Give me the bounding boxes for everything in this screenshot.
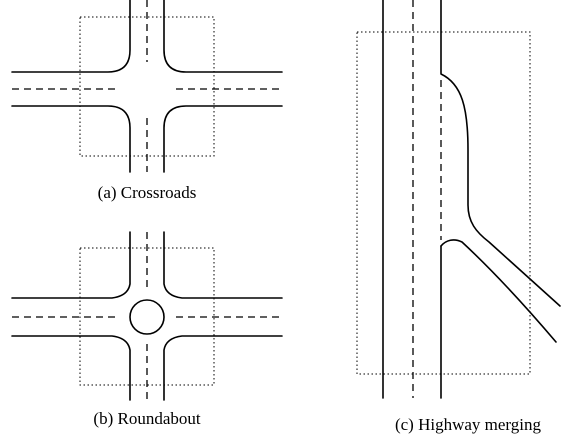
highway-merging-panel: (c) Highway merging (356, 0, 561, 434)
highway-merging-caption: (c) Highway merging (395, 415, 542, 434)
roundabout-caption: (b) Roundabout (93, 409, 200, 428)
roundabout-panel: (b) Roundabout (11, 231, 283, 428)
roundabout-road-edge-bottom-right (163, 335, 283, 401)
crossroads-caption: (a) Crossroads (98, 183, 197, 202)
highway-right-edge-with-merge (440, 0, 561, 307)
crossroads-road-edge-bottom-right (163, 105, 283, 173)
crossroads-panel: (a) Crossroads (11, 0, 283, 202)
highway-region-frame (356, 31, 531, 375)
crossroads-road-edge-top-left (11, 0, 131, 73)
roundabout-region-frame (79, 247, 215, 386)
crossroads-road-edge-bottom-left (11, 105, 131, 173)
roundabout-road-edge-top-left (11, 231, 131, 299)
roundabout-road-edge-top-right (163, 231, 283, 299)
roundabout-central-island (129, 299, 165, 335)
crossroads-road-edge-top-right (163, 0, 283, 73)
on-ramp-lower-edge (440, 239, 557, 343)
roundabout-road-edge-bottom-left (11, 335, 131, 401)
